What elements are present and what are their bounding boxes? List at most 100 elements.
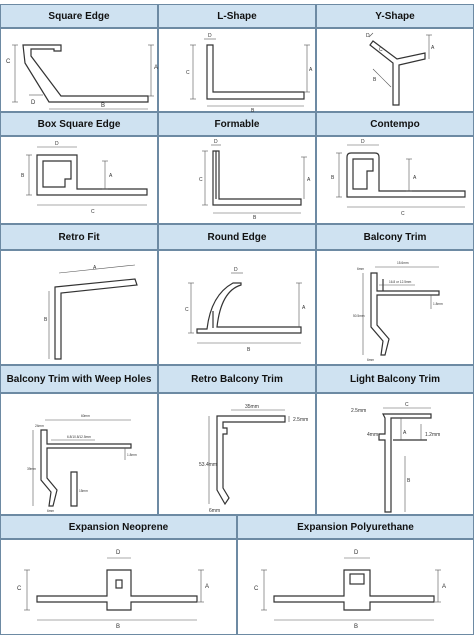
header-box-square-edge: Box Square Edge: [0, 112, 158, 136]
dim-leg: 1.2mm: [425, 432, 440, 438]
header-retro-fit: Retro Fit: [0, 224, 158, 250]
dim-width: 15.6mm: [397, 261, 409, 265]
cell-balcony-trim: 15.6mm 6mm 16.8 or 12.5mm 1.8mm 50.5mm 6…: [316, 250, 474, 365]
dim-option: 16.8 or 12.5mm: [389, 280, 412, 284]
dim-thickness: 1.8mm: [433, 302, 443, 306]
dim-a: A: [431, 45, 435, 51]
dim-d: D: [361, 139, 365, 145]
box-square-edge-diagram: B A C D: [21, 141, 148, 215]
dim-width: 60mm: [81, 414, 90, 418]
dim-a: A: [403, 430, 407, 436]
expansion-polyurethane-diagram: C A B D: [254, 550, 446, 630]
dim-b: B: [354, 624, 358, 630]
header-balcony-trim-weep-holes: Balcony Trim with Weep Holes: [0, 365, 158, 393]
dim-a: A: [302, 305, 306, 311]
dim-option: 6.8/10.8/12.5mm: [67, 435, 91, 439]
dim-c: C: [401, 211, 405, 217]
cell-expansion-polyurethane: C A B D: [237, 539, 474, 635]
dim-c: C: [17, 586, 22, 592]
cell-retro-fit: A B: [0, 250, 158, 365]
dim-d: D: [208, 33, 212, 39]
dim-d: D: [366, 33, 370, 39]
cell-contempo: B A C D: [316, 136, 474, 224]
dim-thickness: 1.8mm: [127, 453, 137, 457]
cell-y-shape: A B C D: [316, 28, 474, 112]
dim-foot: 6mm: [367, 358, 374, 362]
dim-d: D: [214, 139, 218, 145]
contempo-diagram: B A C D: [331, 139, 466, 217]
dim-d: D: [234, 267, 238, 273]
header-square-edge: Square Edge: [0, 4, 158, 28]
dim-b: B: [331, 175, 335, 181]
cell-expansion-neoprene: C A B D: [0, 539, 237, 635]
header-light-balcony-trim: Light Balcony Trim: [316, 365, 474, 393]
header-round-edge: Round Edge: [158, 224, 316, 250]
dim-a: A: [93, 265, 97, 271]
cell-formable: C A B D: [158, 136, 316, 224]
formable-diagram: C A B D: [199, 139, 311, 221]
dim-a: A: [309, 67, 313, 73]
dim-weep: 15mm: [79, 489, 88, 493]
dim-height: 53.4mm: [199, 462, 217, 468]
dim-d: D: [55, 141, 59, 147]
dim-b: B: [253, 215, 257, 221]
dim-b: B: [407, 478, 411, 484]
dim-lip: 24mm: [35, 424, 44, 428]
dim-b: B: [101, 103, 105, 109]
dim-height: 39mm: [27, 467, 36, 471]
cell-balcony-trim-weep-holes: 60mm 24mm 6.8/10.8/12.5mm 1.8mm 39mm 15m…: [0, 393, 158, 515]
dim-a: A: [205, 584, 209, 590]
cell-box-square-edge: B A C D: [0, 136, 158, 224]
dim-a: A: [413, 175, 417, 181]
dim-lip: 6mm: [357, 267, 364, 271]
cell-retro-balcony-trim: 35mm 2.5mm 53.4mm 6mm: [158, 393, 316, 515]
balcony-trim-weep-holes-diagram: 60mm 24mm 6.8/10.8/12.5mm 1.8mm 39mm 15m…: [27, 414, 137, 513]
dim-b: B: [373, 77, 377, 83]
dim-foot: 6mm: [209, 508, 220, 514]
dim-c: C: [405, 402, 409, 408]
balcony-trim-diagram: 15.6mm 6mm 16.8 or 12.5mm 1.8mm 50.5mm 6…: [353, 261, 443, 362]
dim-c: C: [254, 586, 259, 592]
dim-b: B: [116, 624, 120, 630]
cell-round-edge: C A B D: [158, 250, 316, 365]
header-expansion-polyurethane: Expansion Polyurethane: [237, 515, 474, 539]
dim-b: B: [21, 173, 25, 179]
light-balcony-trim-diagram: 2.5mm C 4mm A 1.2mm B: [351, 402, 440, 513]
dim-a: A: [307, 177, 311, 183]
dim-thickness: 2.5mm: [351, 408, 366, 414]
dim-c: C: [185, 307, 189, 313]
dim-height: 50.5mm: [353, 314, 365, 318]
dim-d: D: [354, 550, 359, 556]
retro-fit-diagram: A B: [44, 264, 138, 360]
retro-balcony-trim-diagram: 35mm 2.5mm 53.4mm 6mm: [199, 404, 308, 514]
dim-width: 35mm: [245, 404, 259, 410]
dim-c: C: [91, 209, 95, 215]
header-balcony-trim: Balcony Trim: [316, 224, 474, 250]
square-edge-diagram: C A B D: [6, 44, 158, 110]
dim-b: B: [44, 317, 48, 323]
expansion-neoprene-diagram: C A B D: [17, 550, 209, 630]
header-contempo: Contempo: [316, 112, 474, 136]
dim-c: C: [379, 47, 383, 53]
cell-light-balcony-trim: 2.5mm C 4mm A 1.2mm B: [316, 393, 474, 515]
dim-d: D: [31, 100, 36, 106]
header-formable: Formable: [158, 112, 316, 136]
dim-thickness: 2.5mm: [293, 417, 308, 423]
dim-a: A: [154, 65, 158, 71]
header-y-shape: Y-Shape: [316, 4, 474, 28]
header-l-shape: L-Shape: [158, 4, 316, 28]
dim-d: D: [116, 550, 121, 556]
dim-c: C: [199, 177, 203, 183]
dim-a: A: [109, 173, 113, 179]
cell-square-edge: C A B D: [0, 28, 158, 112]
cell-l-shape: C A B D: [158, 28, 316, 113]
header-retro-balcony-trim: Retro Balcony Trim: [158, 365, 316, 393]
y-shape-diagram: A B C D: [366, 32, 435, 106]
dim-b: B: [251, 108, 255, 113]
round-edge-diagram: C A B D: [185, 267, 306, 353]
l-shape-diagram: C A B D: [186, 33, 313, 113]
dim-foot: 6mm: [47, 509, 54, 513]
dim-c: C: [6, 59, 11, 65]
dim-c: C: [186, 70, 190, 76]
